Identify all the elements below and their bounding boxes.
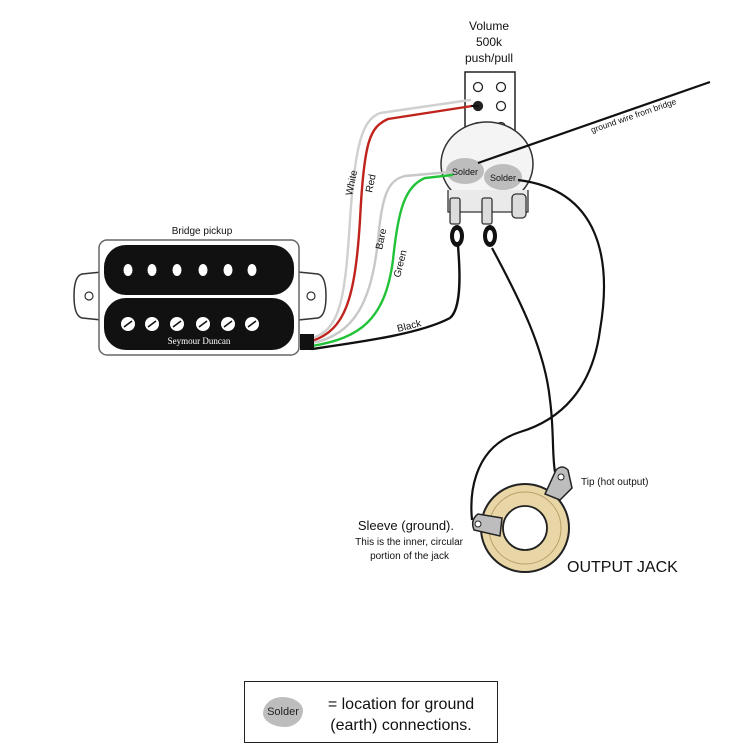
pot-value: 500k <box>476 35 503 49</box>
pot-type: push/pull <box>465 51 513 65</box>
output-jack: Tip (hot output) Sleeve (ground). This i… <box>355 466 678 576</box>
pole-screws-bottom <box>121 317 259 331</box>
legend-solder-label: Solder <box>267 706 299 718</box>
solder-label-right: Solder <box>490 173 516 183</box>
pole-pieces-top <box>123 264 257 276</box>
legend-solder-symbol: Solder <box>263 697 303 727</box>
legend-text-line1: = location for ground <box>327 696 475 713</box>
pickup-lead <box>300 334 314 350</box>
bare-wire <box>310 170 452 345</box>
pickup-title: Bridge pickup <box>172 226 233 237</box>
volume-pot: Volume 500k push/pull Solder Solder <box>440 19 534 247</box>
legend-text-line2: (earth) connections. <box>330 717 472 734</box>
ground-wire-label: ground wire from bridge <box>589 96 677 135</box>
pot-connectors <box>450 225 497 247</box>
solder-blob-right <box>484 164 522 190</box>
black-wire <box>310 244 461 351</box>
tip-wire <box>491 247 557 473</box>
sleeve-note-line1: This is the inner, circular <box>355 537 463 548</box>
sleeve-wire <box>470 178 606 521</box>
pot-lugs <box>449 193 527 225</box>
legend: Solder = location for ground (earth) con… <box>244 681 498 743</box>
white-wire <box>310 98 472 340</box>
pickup-brand: Seymour Duncan <box>168 336 231 346</box>
tip-lug <box>543 466 573 501</box>
white-wire-label: White <box>344 169 360 197</box>
sleeve-note-line2: portion of the jack <box>370 551 450 562</box>
solder-blob-left <box>446 158 484 184</box>
legend-text: = location for ground (earth) connection… <box>311 694 491 736</box>
solder-label-left: Solder <box>452 167 478 177</box>
bridge-pickup: Bridge pickup Seymour Duncan <box>73 226 327 356</box>
sleeve-label: Sleeve (ground). <box>358 518 454 533</box>
pickup-wires <box>310 98 479 351</box>
jack-center <box>502 505 548 551</box>
tip-label: Tip (hot output) <box>581 477 648 488</box>
bare-wire-label: Bare <box>374 227 389 250</box>
red-wire <box>310 104 474 343</box>
green-wire <box>310 173 454 348</box>
sleeve-lug <box>471 513 503 537</box>
pot-title: Volume <box>469 19 509 33</box>
jack-wires <box>470 178 606 521</box>
jack-title: OUTPUT JACK <box>567 559 678 576</box>
red-wire-label: Red <box>364 173 379 193</box>
